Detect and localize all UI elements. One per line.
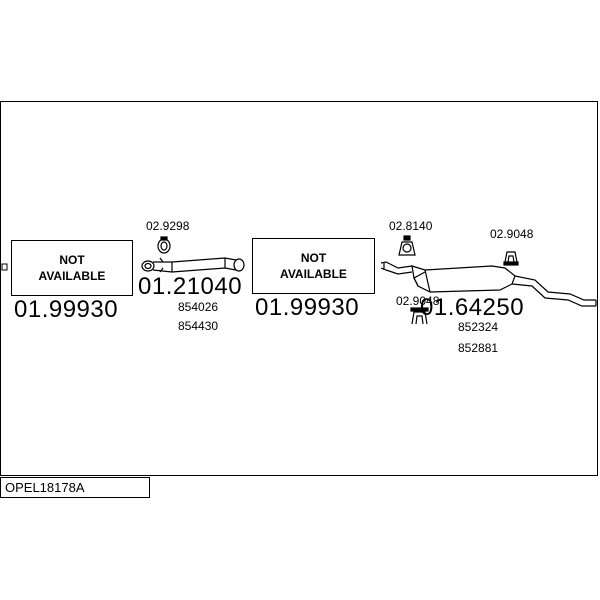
status-line-2: AVAILABLE [280, 267, 347, 281]
reference-code: OPEL18178A [5, 480, 85, 495]
reference-box: OPEL18178A [0, 477, 150, 498]
hanger-02-9048-icon [503, 251, 519, 266]
accessory-label-9048-upper: 02.9048 [490, 227, 534, 241]
front-pipe-drawing [141, 257, 245, 273]
not-available-box-1: NOT AVAILABLE [11, 240, 133, 296]
clamp-02-9298-icon [157, 236, 171, 254]
part-number-section-1: 01.99930 [14, 296, 119, 323]
not-available-box-2: NOT AVAILABLE [252, 238, 375, 294]
rear-muffler-drawing [380, 261, 597, 307]
oe-number-4b: 852881 [458, 341, 499, 355]
hanger-02-8140-icon [398, 235, 416, 256]
status-line-1: NOT [59, 253, 85, 267]
status-line-1: NOT [300, 251, 327, 265]
part-number-section-2: 01.21040 [138, 273, 243, 300]
accessory-label-8140: 02.8140 [389, 219, 433, 233]
diagram-frame [0, 101, 598, 476]
oe-number-4a: 852324 [458, 320, 499, 334]
left-connector [1, 263, 8, 271]
part-number-section-4: 01.64250 [420, 294, 525, 321]
oe-number-2b: 854430 [178, 319, 219, 333]
clamp-number-label: 02.9298 [146, 219, 190, 233]
part-number-section-3: 01.99930 [255, 294, 360, 321]
status-line-2: AVAILABLE [38, 269, 106, 283]
accessory-label-9048-lower: 02.9048 [396, 294, 440, 308]
oe-number-2a: 854026 [178, 300, 219, 314]
hanger-02-9048-lower-icon [410, 307, 429, 325]
